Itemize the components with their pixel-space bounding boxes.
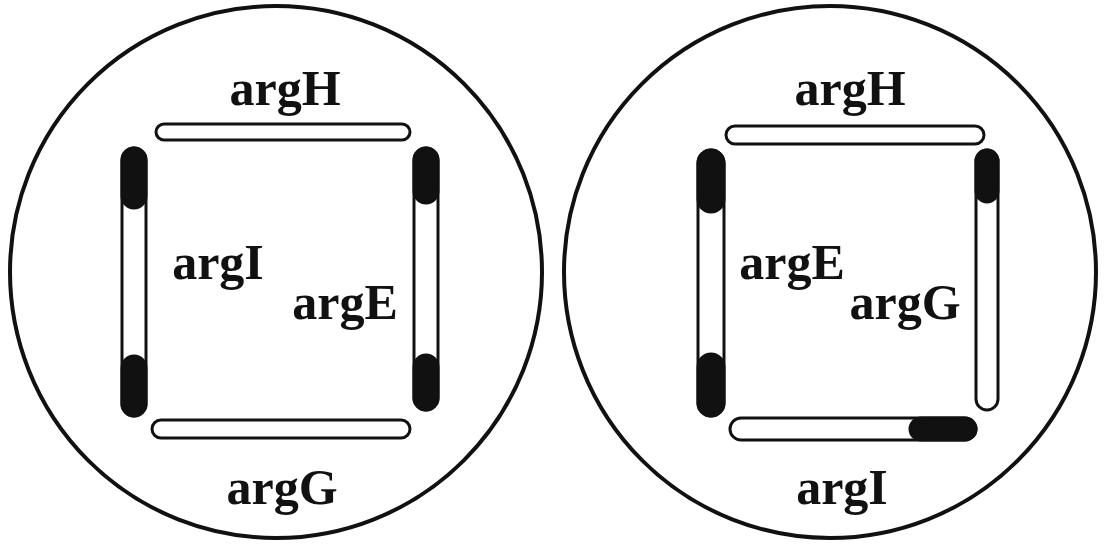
streak	[414, 148, 438, 410]
gene-label: argE	[739, 235, 845, 290]
growth-zone	[414, 148, 438, 203]
growth-zone	[698, 354, 724, 416]
gene-label: argI	[172, 235, 264, 290]
streak	[152, 420, 410, 438]
streak	[976, 150, 998, 410]
streak	[726, 126, 984, 144]
petri-plate	[564, 6, 1096, 538]
petri-plate	[10, 6, 542, 538]
growth-zone	[976, 150, 998, 202]
gene-label: argH	[794, 61, 905, 116]
streak	[156, 124, 410, 140]
streak	[698, 150, 724, 416]
gene-label: argE	[292, 275, 398, 330]
gene-label: argG	[849, 275, 960, 330]
gene-label: argG	[226, 460, 337, 515]
streak	[730, 418, 976, 440]
growth-zone	[910, 418, 976, 440]
growth-zone	[414, 355, 438, 410]
streak	[122, 148, 146, 416]
growth-zone	[122, 148, 146, 208]
growth-zone	[698, 150, 724, 212]
gene-label: argI	[796, 460, 888, 515]
gene-label: argH	[229, 61, 340, 116]
growth-zone	[122, 356, 146, 416]
